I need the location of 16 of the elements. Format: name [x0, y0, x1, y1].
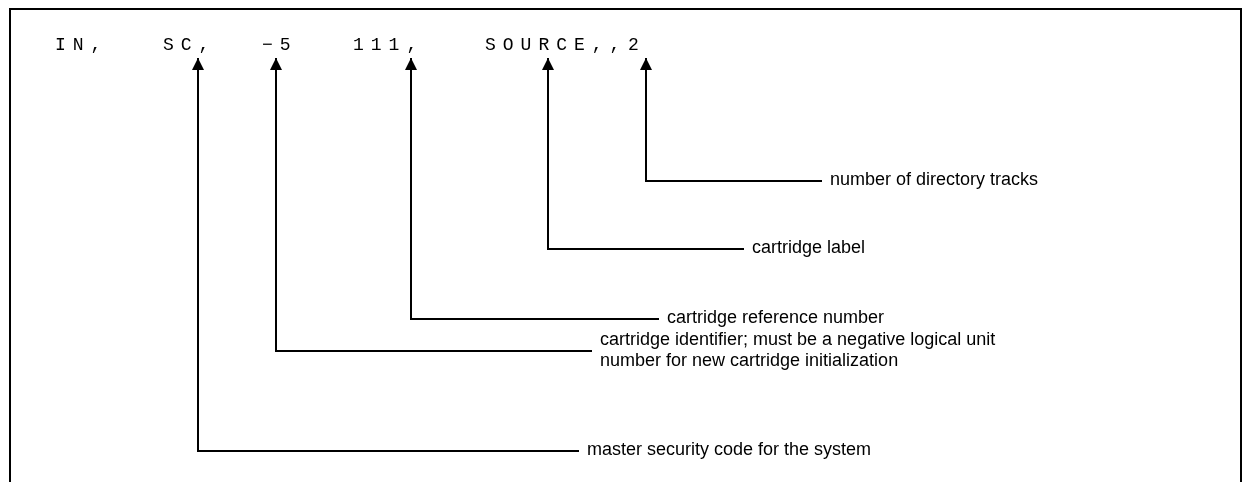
annotation-text: cartridge identifier; must be a negative logical unit number for new cartridge initialization — [600, 329, 1020, 371]
leader-arrow — [192, 57, 580, 452]
annotation-text: cartridge label — [752, 237, 1132, 258]
leader-arrow — [405, 57, 660, 320]
command-token: IN, — [55, 34, 109, 56]
command-token: SOURCE,, — [485, 34, 628, 56]
annotation-text: number of directory tracks — [830, 169, 1210, 190]
annotation-text: master security code for the system — [587, 439, 1007, 460]
command-token: 2 — [628, 34, 646, 56]
annotation-text: cartridge reference number — [667, 307, 1067, 328]
leader-arrow — [542, 57, 745, 250]
command-token: −5 — [262, 34, 298, 56]
command-token: SC, — [163, 34, 217, 56]
leader-arrow — [640, 57, 823, 182]
leader-arrow — [270, 57, 593, 352]
command-token: 111, — [353, 34, 425, 56]
